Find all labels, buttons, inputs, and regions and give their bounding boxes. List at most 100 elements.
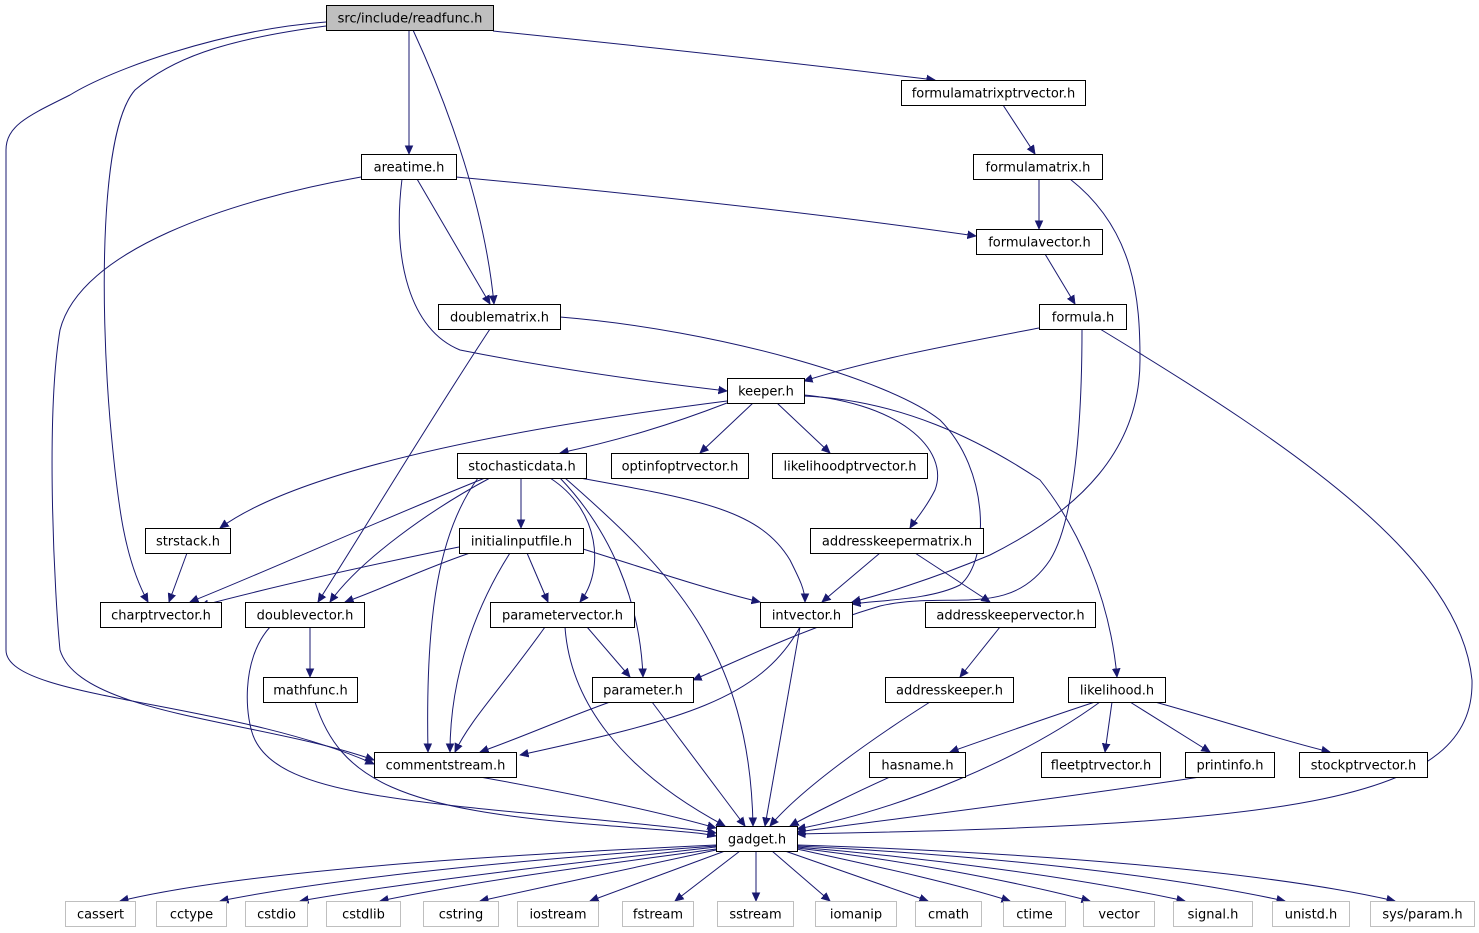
node-addresskeepermatrix[interactable]: addresskeepermatrix.h (810, 528, 984, 554)
node-hasname[interactable]: hasname.h (869, 752, 966, 778)
edge-keeper-to-optinfoptrvector (700, 402, 754, 453)
edge-intvector-to-gadget (765, 626, 801, 826)
node-box (1041, 752, 1161, 778)
edge-gadget-to-ctime (796, 848, 1010, 901)
node-box (263, 677, 358, 703)
node-areatime[interactable]: areatime.h (361, 154, 457, 180)
edge-gadget-to-unistd (796, 845, 1285, 901)
node-intvector[interactable]: intvector.h (760, 602, 853, 628)
node-label: doublematrix.h (450, 311, 549, 326)
node-label: doublevector.h (257, 609, 354, 624)
node-label: likelihood.h (1080, 684, 1154, 699)
node-mathfunc[interactable]: mathfunc.h (263, 677, 358, 703)
node-label: cstring (439, 908, 483, 923)
node-label: commentstream.h (386, 759, 506, 774)
edge-arrow (549, 477, 596, 602)
node-strstack[interactable]: strstack.h (145, 528, 231, 554)
edge-arrow (579, 477, 805, 602)
node-label: areatime.h (374, 161, 445, 176)
node-addresskeeper[interactable]: addresskeeper.h (885, 677, 1014, 703)
edge-parameter-to-gadget (651, 701, 745, 826)
edge-gadget-to-cassert (120, 844, 717, 901)
node-box (885, 677, 1014, 703)
edge-arrow (220, 400, 728, 528)
node-gadget[interactable]: gadget.h (716, 826, 798, 852)
node-formulavector[interactable]: formulavector.h (976, 229, 1103, 255)
edge-arrow (492, 30, 935, 80)
edge-addresskeepervector-to-addresskeeper (960, 626, 1001, 677)
edge-arrow (770, 701, 931, 826)
node-box (423, 901, 499, 927)
edge-arrow (314, 701, 716, 836)
node-box (326, 901, 401, 927)
node-fleetptrvector[interactable]: fleetptrvector.h (1041, 752, 1161, 778)
edge-doublematrix-to-doublevector (318, 328, 491, 602)
edge-arrow (789, 393, 939, 528)
node-box (145, 528, 231, 554)
edge-arrow (398, 178, 727, 391)
edge-keeper-to-likelihood (803, 395, 1117, 677)
node-box (1039, 304, 1127, 330)
node-readfunc[interactable]: src/include/readfunc.h (326, 5, 494, 31)
node-formulamatrix[interactable]: formulamatrix.h (973, 154, 1103, 180)
node-box (622, 901, 694, 927)
node-commentstream[interactable]: commentstream.h (374, 752, 517, 778)
node-label: mathfunc.h (273, 684, 348, 699)
node-charptrvector[interactable]: charptrvector.h (100, 602, 222, 628)
node-layer: src/include/readfunc.h formulamatrixptrve… (65, 5, 1475, 927)
node-parameter[interactable]: parameter.h (592, 677, 694, 703)
node-doublevector[interactable]: doublevector.h (245, 602, 365, 628)
edge-arrow (318, 328, 491, 602)
node-box (245, 901, 308, 927)
node-optinfoptrvector[interactable]: optinfoptrvector.h (611, 453, 749, 479)
node-cassert: cassert (65, 901, 136, 927)
edge-areatime-to-commentstream (51, 176, 374, 760)
node-stockptrvector[interactable]: stockptrvector.h (1299, 752, 1428, 778)
node-box (901, 80, 1086, 106)
edge-formulavector-to-formula (1044, 253, 1075, 304)
edge-stochasticdata-to-parameter (559, 477, 643, 677)
node-stochasticdata[interactable]: stochasticdata.h (457, 453, 587, 479)
node-box (517, 901, 599, 927)
node-likelihood[interactable]: likelihood.h (1068, 677, 1166, 703)
node-box (1003, 901, 1066, 927)
node-box (1185, 752, 1275, 778)
edge-arrow (428, 477, 479, 752)
node-label: hasname.h (881, 759, 953, 774)
edge-gadget-to-signal (796, 846, 1185, 901)
edge-likelihood-to-printinfo (1129, 701, 1210, 752)
edge-gadget-to-cstdlib (380, 848, 717, 901)
node-box (1370, 901, 1475, 927)
edge-doublevector-to-gadget (246, 626, 716, 833)
node-addresskeepervector[interactable]: addresskeepervector.h (925, 602, 1096, 628)
edge-formula-to-keeper (804, 327, 1040, 381)
node-label: fleetptrvector.h (1051, 759, 1151, 774)
node-parametervector[interactable]: parametervector.h (490, 602, 635, 628)
node-cstring: cstring (423, 901, 499, 927)
node-cstdlib: cstdlib (326, 901, 401, 927)
node-initialinputfile[interactable]: initialinputfile.h (459, 528, 584, 554)
node-label: stockptrvector.h (1311, 759, 1417, 774)
edge-arrow (330, 477, 491, 602)
node-box (100, 602, 222, 628)
edge-doublematrix-to-intvector (559, 316, 981, 604)
edge-arrow (804, 327, 1040, 381)
node-sstream: sstream (717, 901, 794, 927)
node-printinfo[interactable]: printinfo.h (1185, 752, 1275, 778)
edge-arrow (803, 395, 1117, 677)
node-doublematrix[interactable]: doublematrix.h (438, 304, 561, 330)
edge-initialinputfile-to-charptrvector (200, 546, 460, 606)
edge-parameter-to-commentstream (480, 701, 611, 752)
edge-gadget-to-iomanip (771, 850, 830, 901)
node-formula[interactable]: formula.h (1039, 304, 1127, 330)
edge-arrow (675, 850, 741, 901)
edge-arrow (796, 844, 1395, 901)
edge-arrow (797, 701, 1101, 829)
node-formulamatrixptrvector[interactable]: formulamatrixptrvector.h (901, 80, 1086, 106)
node-likelihoodptrvector[interactable]: likelihoodptrvector.h (772, 453, 928, 479)
edge-arrow (700, 402, 754, 453)
node-keeper[interactable]: keeper.h (727, 378, 805, 404)
edge-arrow (480, 701, 611, 752)
node-box (716, 826, 798, 852)
